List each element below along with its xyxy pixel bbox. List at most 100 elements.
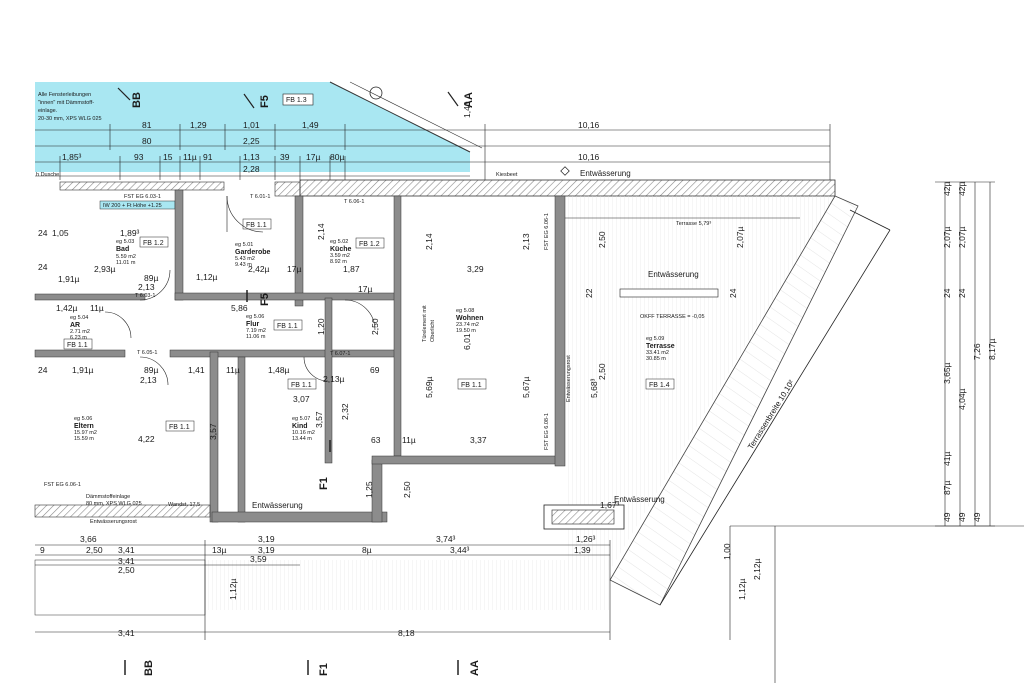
- top-dimensions: [35, 124, 831, 180]
- svg-text:FB 1.1: FB 1.1: [277, 323, 298, 330]
- svg-text:1,40: 1,40: [462, 101, 472, 118]
- svg-text:Entwässerungsrost: Entwässerungsrost: [90, 519, 137, 525]
- svg-text:7.19 m2: 7.19 m2: [246, 328, 266, 334]
- room-garderobe: eg 5.01 Garderobe 5.43 m2 9.43 m: [235, 242, 271, 268]
- svg-text:1,42µ: 1,42µ: [56, 303, 78, 313]
- svg-text:80: 80: [142, 136, 152, 146]
- svg-text:1,49: 1,49: [302, 120, 319, 130]
- svg-text:2,50: 2,50: [597, 363, 607, 380]
- svg-text:2,50: 2,50: [86, 545, 103, 555]
- svg-text:42µ: 42µ: [957, 182, 967, 196]
- section-markers-bottom: BB F1 AA: [124, 660, 481, 676]
- svg-text:Wohnen: Wohnen: [456, 315, 483, 322]
- note-line-2: "innen" mit Dämmstoff-: [38, 100, 94, 106]
- room-labels: eg 5.03 Bad 5.59 m2 11.01 m eg 5.01 Gard…: [70, 239, 675, 442]
- svg-text:11µ: 11µ: [402, 435, 416, 445]
- room-ar: eg 5.04 AR 2.71 m2 6.23 m: [70, 315, 90, 341]
- svg-text:3,41: 3,41: [118, 628, 135, 638]
- svg-text:FB 1.1: FB 1.1: [246, 222, 267, 229]
- svg-text:Türelement mit: Türelement mit: [422, 305, 428, 342]
- svg-text:AR: AR: [70, 322, 80, 329]
- svg-text:24: 24: [942, 288, 952, 298]
- svg-text:39: 39: [280, 152, 290, 162]
- svg-text:24: 24: [957, 288, 967, 298]
- svg-text:5,86: 5,86: [231, 303, 248, 313]
- svg-text:81: 81: [142, 120, 152, 130]
- svg-text:11.06 m: 11.06 m: [246, 334, 266, 340]
- svg-text:Entwässerung: Entwässerung: [252, 501, 303, 510]
- svg-text:AA: AA: [469, 660, 481, 676]
- svg-text:1,20: 1,20: [316, 318, 326, 335]
- svg-text:BB: BB: [143, 660, 155, 676]
- svg-text:3,44³: 3,44³: [450, 545, 470, 555]
- note-line-3: einlage.: [38, 108, 58, 114]
- svg-text:30.85 m: 30.85 m: [646, 356, 666, 362]
- room-kind: eg 5.07 Kind 10.16 m2 13.44 m: [292, 416, 315, 442]
- svg-text:FB 1.1: FB 1.1: [67, 342, 88, 349]
- svg-text:1,05: 1,05: [52, 228, 69, 238]
- svg-text:FST EG 6.06-1: FST EG 6.06-1: [44, 482, 81, 488]
- svg-text:13µ: 13µ: [212, 545, 226, 555]
- svg-text:5.43 m2: 5.43 m2: [235, 256, 255, 262]
- svg-text:eg 5.04: eg 5.04: [70, 315, 88, 321]
- svg-text:eg 5.08: eg 5.08: [456, 308, 474, 314]
- room-terrasse: eg 5.09 Terrasse 33.41 m2 30.85 m: [646, 336, 675, 362]
- svg-text:eg 5.06: eg 5.06: [74, 416, 92, 422]
- room-eltern: eg 5.06 Eltern 15.97 m2 15.59 m: [74, 416, 97, 442]
- svg-text:6.23 m: 6.23 m: [70, 335, 87, 341]
- svg-text:2,50: 2,50: [370, 318, 380, 335]
- svg-text:1,48µ: 1,48µ: [268, 365, 290, 375]
- svg-text:3,74³: 3,74³: [436, 534, 456, 544]
- svg-text:49: 49: [942, 512, 952, 522]
- svg-text:1,26³: 1,26³: [576, 534, 596, 544]
- svg-text:11µ: 11µ: [90, 303, 104, 313]
- svg-text:T 6.07-1: T 6.07-1: [330, 351, 350, 357]
- svg-text:FB 1.1: FB 1.1: [169, 424, 190, 431]
- svg-text:24: 24: [728, 288, 738, 298]
- svg-text:33.41 m2: 33.41 m2: [646, 350, 669, 356]
- svg-text:T 6.01-1: T 6.01-1: [250, 194, 270, 200]
- svg-text:8,17µ: 8,17µ: [987, 338, 997, 360]
- svg-text:24: 24: [38, 228, 48, 238]
- svg-text:3.59 m2: 3.59 m2: [330, 253, 350, 259]
- svg-text:Garderobe: Garderobe: [235, 249, 271, 256]
- svg-text:89µ: 89µ: [144, 273, 158, 283]
- svg-text:2,50: 2,50: [402, 481, 412, 498]
- svg-text:10,16: 10,16: [578, 152, 600, 162]
- svg-text:1,89³: 1,89³: [120, 228, 140, 238]
- room-wohnen: eg 5.08 Wohnen 23.74 m2 19.50 m: [456, 308, 483, 334]
- svg-text:2,13: 2,13: [138, 282, 155, 292]
- svg-text:15: 15: [163, 152, 173, 162]
- svg-text:1,39: 1,39: [574, 545, 591, 555]
- svg-text:OKFF TERRASSE = -0,05: OKFF TERRASSE = -0,05: [640, 314, 705, 320]
- svg-text:FB 1.4: FB 1.4: [649, 382, 670, 389]
- svg-text:17µ: 17µ: [287, 264, 301, 274]
- svg-text:24: 24: [38, 262, 48, 272]
- svg-text:2,13µ: 2,13µ: [323, 374, 345, 384]
- svg-text:93: 93: [134, 152, 144, 162]
- section-markers-top: BB F5 FB 1.3 AA: [117, 86, 475, 109]
- svg-text:6,01: 6,01: [462, 333, 472, 350]
- svg-text:eg 5.02: eg 5.02: [330, 239, 348, 245]
- svg-text:19.50 m: 19.50 m: [456, 328, 476, 334]
- svg-text:Bad: Bad: [116, 246, 129, 253]
- door-swings: [104, 195, 376, 386]
- svg-text:FST EG 6.08-1: FST EG 6.08-1: [544, 413, 550, 450]
- top-dimension-labels: 81 1,29 1,01 1,49 10,16 80 2,25 1,40 1,8…: [62, 101, 600, 174]
- svg-text:eg 5.01: eg 5.01: [235, 242, 253, 248]
- svg-text:1,87: 1,87: [343, 264, 360, 274]
- bottom-dimension-labels: 3,66 2,50 9 3,41 13µ 3,19 3,19 8µ 3,74³ …: [40, 534, 596, 638]
- svg-text:eg 5.07: eg 5.07: [292, 416, 310, 422]
- svg-text:2.71 m2: 2.71 m2: [70, 329, 90, 335]
- svg-text:1,12µ: 1,12µ: [737, 578, 747, 600]
- svg-text:80µ: 80µ: [330, 152, 344, 162]
- svg-text:T 6.05-1: T 6.05-1: [137, 350, 157, 356]
- note-line-1: Alle Fensterleibungen: [38, 92, 91, 98]
- highlight-triangle-white: [340, 82, 482, 148]
- kiesbeet-label: Kiesbeet: [496, 172, 518, 178]
- svg-text:Kind: Kind: [292, 423, 308, 430]
- svg-text:Küche: Küche: [330, 246, 352, 253]
- svg-text:1,25: 1,25: [364, 481, 374, 498]
- svg-text:2,13: 2,13: [521, 233, 531, 250]
- svg-text:2,14: 2,14: [316, 223, 326, 240]
